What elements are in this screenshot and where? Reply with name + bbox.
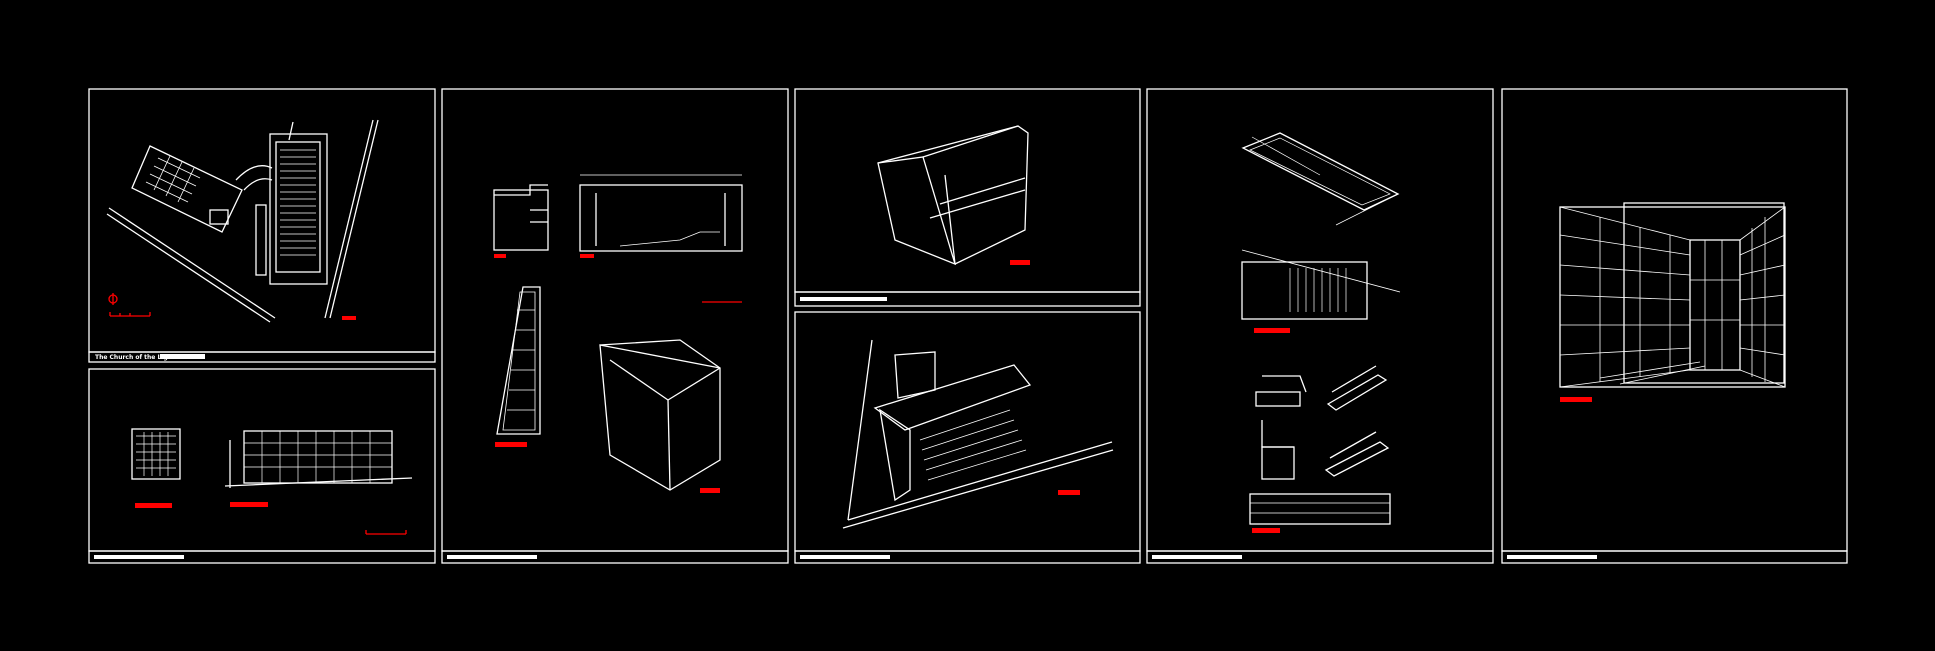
cross-mark: [288, 121, 294, 141]
label-marker: [135, 503, 172, 508]
elevation-long: [243, 430, 393, 484]
sheet-furniture: [1146, 88, 1494, 564]
perspective-grid: [1559, 206, 1786, 388]
label-marker: [1010, 260, 1030, 265]
bench-axon-2: [1324, 441, 1390, 477]
diagonal-wall: [1241, 249, 1401, 293]
pew-lines: [280, 149, 316, 256]
title-text-bar: [94, 555, 184, 559]
caption-strip: [794, 291, 1141, 307]
leader-line: [1251, 136, 1321, 176]
section-drawing: [579, 184, 743, 252]
sheet-site-plan: [88, 88, 436, 363]
box-outline: [922, 125, 1029, 265]
title-text-bar: [1507, 555, 1597, 559]
small-plan: [493, 189, 549, 251]
perspective-frame: [1559, 206, 1786, 388]
label-marker: [1058, 490, 1080, 495]
free-standing-wall: [329, 119, 379, 319]
chair-back: [1261, 420, 1294, 448]
perspective-frame-2: [1623, 202, 1785, 384]
title-strip: [88, 550, 436, 564]
label-marker: [1252, 528, 1280, 533]
caption-bar: [800, 297, 887, 301]
tilted-plan-inner: [1249, 137, 1391, 206]
title-text-bar: [1152, 555, 1242, 559]
annex-plan: [131, 145, 243, 233]
label-marker: [580, 254, 594, 258]
front-wall: [879, 408, 911, 502]
wall-line: [847, 339, 873, 521]
chapel-plan: [269, 133, 328, 285]
stair-profile: [619, 231, 720, 247]
label-marker: [495, 442, 527, 447]
chapel-interior: [275, 141, 321, 273]
bench-elevation: [1249, 493, 1391, 525]
box-edge: [944, 174, 956, 265]
floor-plan: [1241, 261, 1368, 320]
title-text-bar: [447, 555, 537, 559]
small-plan-outline: [494, 184, 548, 196]
sheet-elevation: [88, 368, 436, 564]
label-marker: [230, 502, 268, 507]
vanishing-box: [1689, 239, 1741, 371]
bench-back-2: [1329, 431, 1377, 459]
annex-grid: [145, 155, 201, 203]
stair-lines: [507, 309, 535, 411]
sheet-title-text: The Church of the Light: [95, 354, 175, 361]
label-marker: [342, 316, 356, 320]
chair-top: [1262, 375, 1307, 393]
box-edge: [877, 125, 1019, 164]
box-floor: [929, 189, 1026, 219]
ground-line: [224, 477, 413, 487]
annex-block: [894, 351, 936, 399]
axon-edge: [609, 359, 669, 401]
bench-axon: [1326, 374, 1388, 411]
label-marker: [494, 254, 506, 258]
sheet-axonometric: [794, 88, 1141, 564]
elevation-grid: [244, 431, 392, 483]
site-line: [842, 449, 1114, 529]
axon-box: [599, 344, 721, 491]
elevation-grid: [136, 432, 176, 476]
title-strip: [794, 550, 1141, 564]
tall-plan-inner: [502, 291, 536, 431]
title-text-bar: [800, 555, 890, 559]
stair-block: [209, 209, 229, 225]
chair-front: [1255, 391, 1301, 407]
sheet-plan-section: [441, 88, 789, 564]
label-marker: [1254, 328, 1290, 333]
title-strip: [1501, 550, 1848, 564]
curved-wall: [235, 165, 273, 181]
stair-steps: [919, 409, 1027, 481]
axon-edge: [667, 367, 721, 401]
box-floor: [939, 177, 1026, 205]
title-strip: [1146, 550, 1494, 564]
axon-top: [599, 339, 721, 369]
site-boundary-line: [106, 213, 271, 323]
title-strip: [441, 550, 789, 564]
free-standing-wall: [324, 119, 374, 319]
axon-edge: [667, 399, 671, 491]
site-boundary-line: [108, 207, 276, 319]
wall-line: [1335, 193, 1399, 226]
tall-plan: [496, 286, 541, 435]
elevation-small: [131, 428, 181, 480]
sheet-perspective: [1501, 88, 1848, 564]
curved-wall: [243, 178, 273, 191]
label-marker: [1560, 397, 1592, 402]
title-strip: [88, 351, 436, 363]
title-underline-bar: [160, 354, 205, 359]
label-marker: [700, 488, 720, 493]
bench-back: [1331, 365, 1377, 393]
site-line: [847, 441, 1113, 521]
roof-slab: [873, 364, 1032, 431]
wall-segment: [255, 204, 267, 276]
